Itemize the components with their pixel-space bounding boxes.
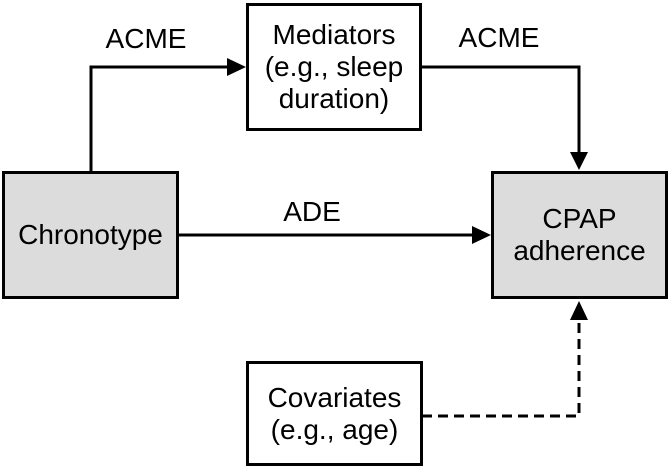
cpap-label-line1: CPAP xyxy=(542,203,617,234)
ade-label: ADE xyxy=(283,196,341,227)
mediators-box: Mediators (e.g., sleep duration) xyxy=(246,3,422,131)
acme-label-right: ACME xyxy=(458,22,540,53)
chronotype-box: Chronotype xyxy=(2,171,179,299)
acme-label-left: ACME xyxy=(105,23,187,54)
covariates-label-line1: Covariates xyxy=(267,381,402,413)
arrow-mediators-to-cpap xyxy=(422,65,581,153)
arrow-covariates-to-cpap xyxy=(422,320,581,418)
arrow-chronotype-to-mediators xyxy=(89,65,229,171)
arrowhead-mediators-to-cpap xyxy=(570,152,588,170)
cpap-adherence-box: CPAP adherence xyxy=(491,171,668,299)
chronotype-label: Chronotype xyxy=(18,219,163,250)
arrowhead-covariates-to-cpap xyxy=(570,301,588,320)
mediators-label-line2: (e.g., sleep xyxy=(264,51,404,82)
mediators-label-line3: duration) xyxy=(278,83,390,114)
covariates-box: Covariates (e.g., age) xyxy=(246,361,423,466)
covariates-label-line2: (e.g., age) xyxy=(270,413,399,445)
arrowhead-chronotype-to-mediators xyxy=(227,58,246,76)
cpap-label-line2: adherence xyxy=(513,235,646,266)
arrowhead-chronotype-to-cpap xyxy=(472,226,491,244)
mediators-label-line1: Mediators xyxy=(272,19,396,50)
